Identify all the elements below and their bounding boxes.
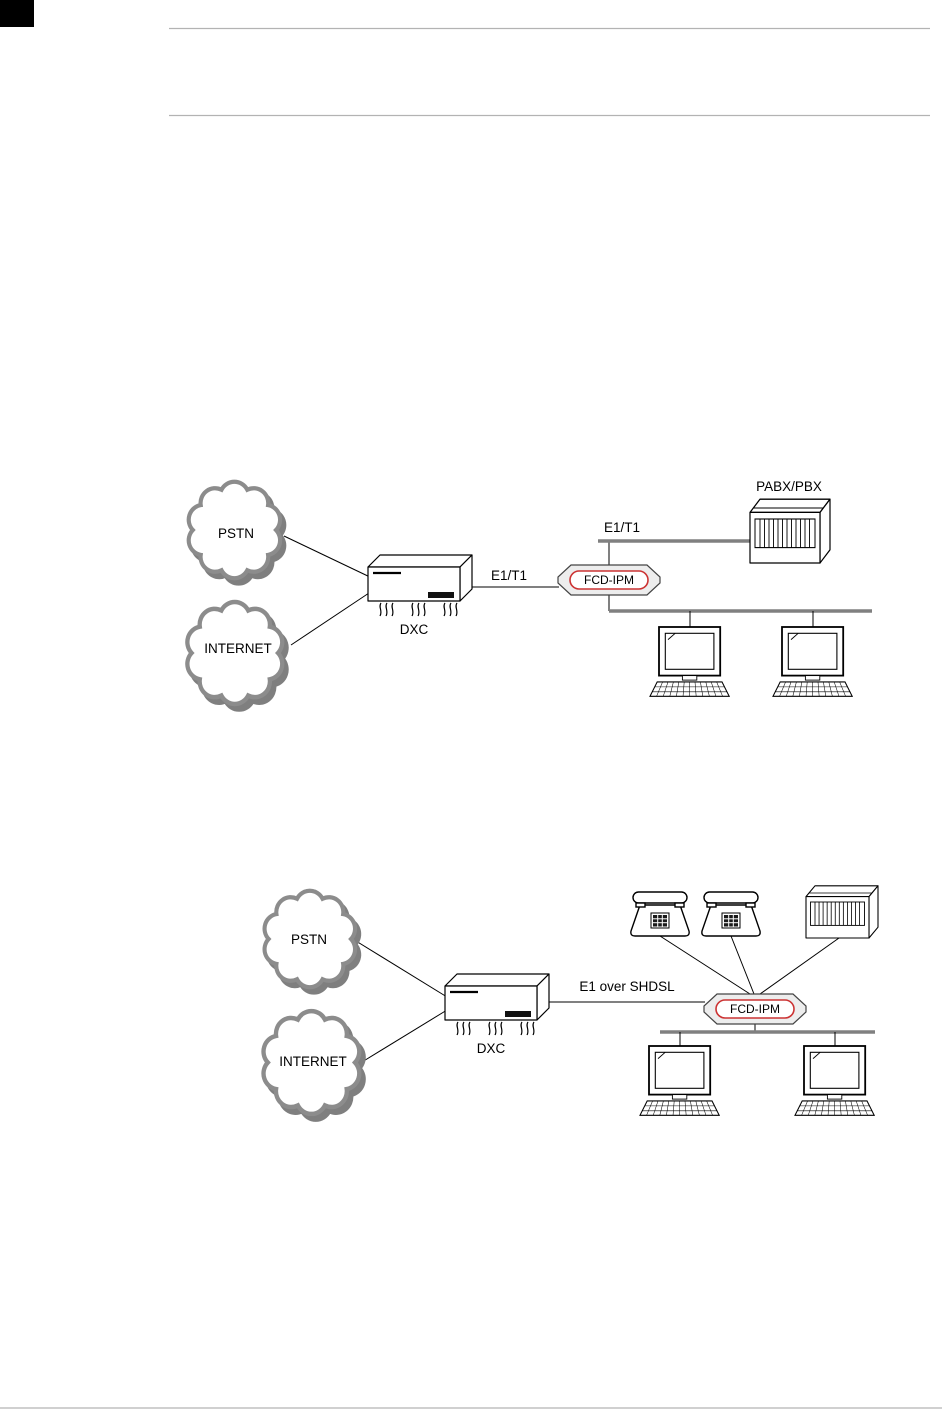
pstn-label: PSTN [291, 932, 327, 947]
pstn-label: PSTN [218, 526, 254, 541]
fcd-label: FCD-IPM [730, 1002, 780, 1016]
fcd-label: FCD-IPM [584, 573, 634, 587]
internet-to-dxc-line [290, 590, 373, 646]
telephone-1 [630, 891, 690, 937]
pabx-device [749, 498, 831, 564]
pbx-device [805, 885, 879, 939]
internet-label: INTERNET [279, 1054, 347, 1069]
dxc-label: DXC [477, 1041, 506, 1056]
dxc-device [368, 555, 472, 616]
dxc-label: DXC [400, 622, 429, 637]
phone1-to-fcd-line [659, 935, 751, 995]
corner-mark [0, 0, 34, 27]
link-label: E1 over SHDSL [579, 979, 675, 994]
pstn-to-dxc-line [283, 535, 373, 579]
internet-label: INTERNET [204, 641, 272, 656]
workstation-2 [772, 626, 854, 698]
pstn-to-dxc-line [355, 940, 448, 998]
pbx-to-fcd-line [759, 937, 840, 995]
pabx-label: PABX/PBX [756, 479, 822, 494]
diagram-2: PSTN INTERNET DXC E1 over SHDSL FCD-IPM [264, 885, 879, 1120]
diagram-1: PSTN INTERNET DXC E1/T1 E1/T1 PABX/PBX F… [187, 479, 872, 710]
telephone-2 [701, 891, 761, 937]
trunk-label: E1/T1 [604, 520, 640, 535]
link-label: E1/T1 [491, 568, 527, 583]
dxc-device [445, 974, 549, 1035]
workstation-2 [794, 1045, 876, 1117]
workstation-1 [639, 1045, 721, 1117]
internet-to-dxc-line [361, 1009, 448, 1063]
phone2-to-fcd-line [730, 935, 755, 995]
workstation-1 [649, 626, 731, 698]
